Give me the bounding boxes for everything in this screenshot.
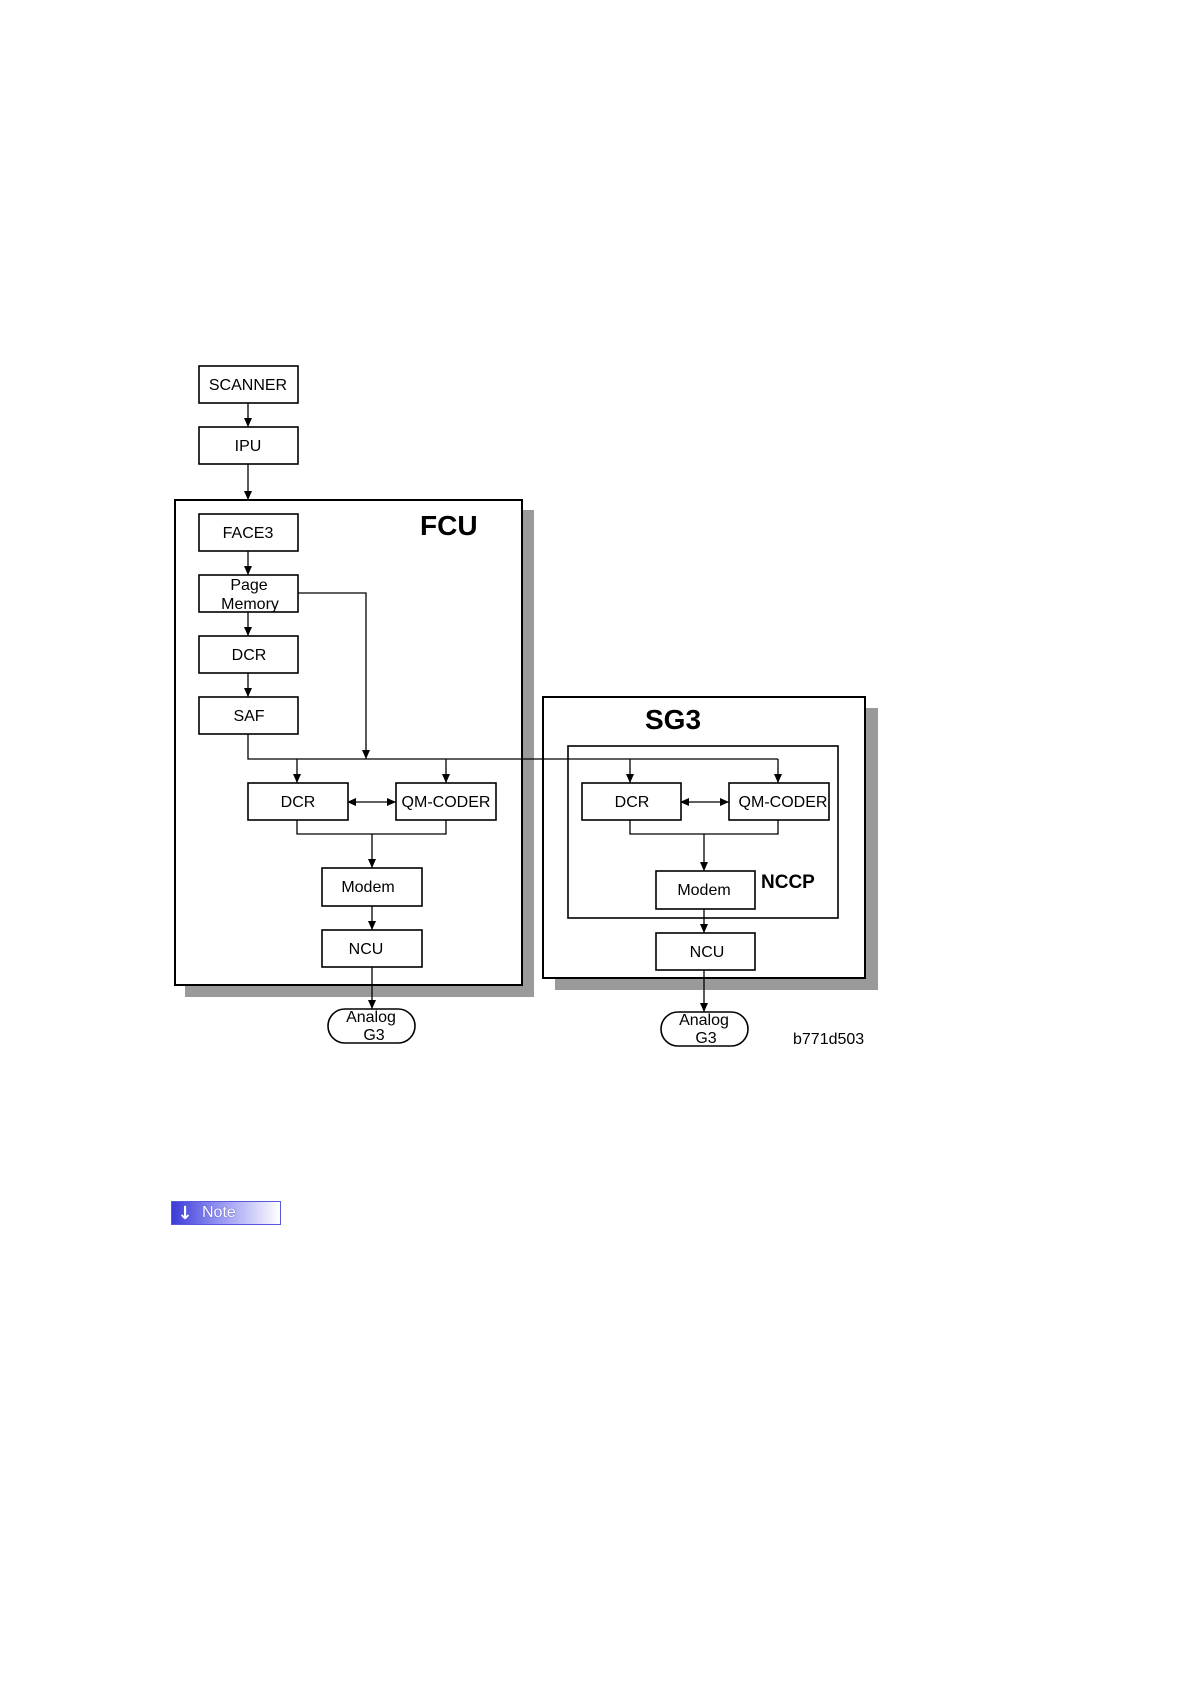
scanner-label: SCANNER: [209, 377, 287, 394]
down-arrow-icon: ↓: [172, 1202, 198, 1224]
fcu-qm-coder-label: QM-CODER: [402, 794, 491, 811]
fcu-analog-label-line1: Analog: [346, 1009, 396, 1026]
sg3-analog-label-line1: Analog: [679, 1012, 729, 1029]
note-banner: ↓ Note: [171, 1201, 281, 1225]
sg3-modem-label: Modem: [677, 882, 730, 899]
fcu-modem-label: Modem: [341, 879, 394, 896]
sg3-ncu-label: NCU: [690, 944, 725, 961]
sg3-dcr-label: DCR: [615, 794, 650, 811]
saf-label: SAF: [233, 708, 264, 725]
page-memory-label-line2: Memory: [221, 596, 279, 613]
note-label: Note: [202, 1204, 236, 1222]
fcu-title: FCU: [420, 510, 478, 541]
sg3-title: SG3: [645, 704, 701, 735]
ipu-label: IPU: [235, 438, 262, 455]
fcu-analog-label-line2: G3: [363, 1027, 384, 1044]
page-memory-label-line1: Page: [230, 577, 267, 594]
fcu-ncu-label: NCU: [349, 941, 384, 958]
sg3-analog-label-line2: G3: [695, 1030, 716, 1047]
dcr-top-label: DCR: [232, 647, 267, 664]
fcu-dcr-label: DCR: [281, 794, 316, 811]
sg3-qm-coder-label: QM-CODER: [739, 794, 828, 811]
face3-label: FACE3: [223, 525, 274, 542]
figure-id: b771d503: [793, 1031, 864, 1048]
nccp-title: NCCP: [761, 872, 815, 893]
fcu-panel: [175, 500, 522, 985]
